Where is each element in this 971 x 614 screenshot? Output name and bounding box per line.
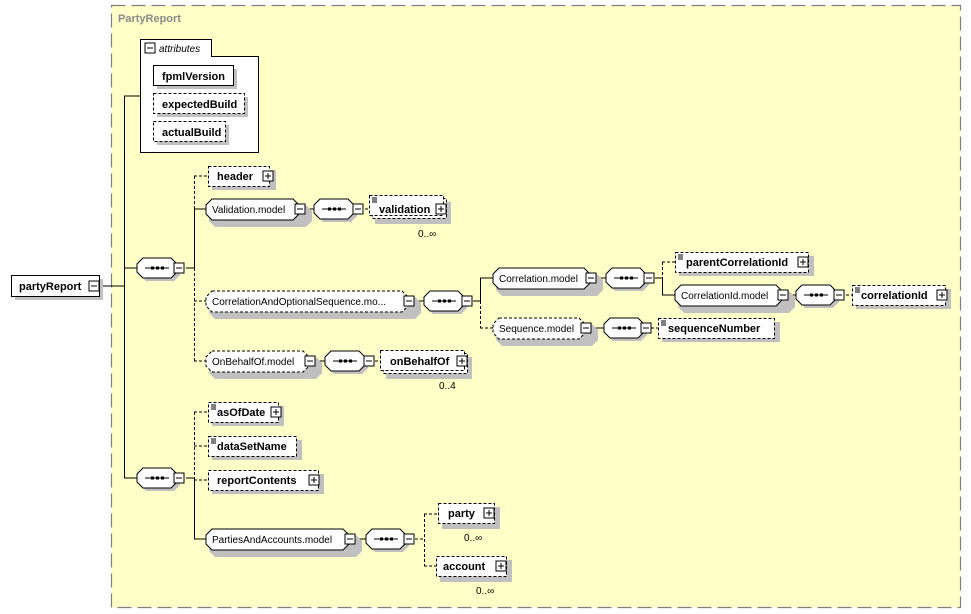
svg-text:expectedBuild: expectedBuild <box>162 99 237 111</box>
svg-text:party: party <box>448 508 476 520</box>
collapse-icon[interactable] <box>640 322 652 334</box>
cardinality: 0..4 <box>439 381 456 392</box>
element-sequence-number[interactable]: sequenceNumber <box>658 318 781 343</box>
collapse-icon[interactable] <box>173 262 185 274</box>
collapse-icon[interactable] <box>344 533 356 545</box>
element-party[interactable]: party 0..∞ <box>438 503 501 545</box>
element-data-set-name[interactable]: dataSetName <box>208 436 303 461</box>
svg-text:CorrelationId.model: CorrelationId.model <box>681 291 768 302</box>
collapse-icon[interactable] <box>304 355 316 367</box>
collapse-icon[interactable] <box>777 289 789 301</box>
svg-text:reportContents: reportContents <box>217 475 296 487</box>
svg-text:Sequence.model: Sequence.model <box>499 324 574 335</box>
svg-text:correlationId: correlationId <box>861 290 928 302</box>
element-header[interactable]: header <box>208 166 277 191</box>
expand-icon[interactable] <box>270 406 282 418</box>
expand-icon[interactable] <box>495 560 507 572</box>
group-sequence-model[interactable]: Sequence.model <box>492 317 598 346</box>
svg-text:account: account <box>443 561 486 573</box>
collapse-icon[interactable] <box>585 272 597 284</box>
attribute-fpml-version[interactable]: fpmlVersion <box>153 65 238 90</box>
element-validation[interactable]: validation 0..∞ <box>369 195 452 241</box>
collapse-icon[interactable] <box>173 472 185 484</box>
group-validation-model[interactable]: Validation.model <box>205 198 312 227</box>
svg-text:actualBuild: actualBuild <box>162 127 221 139</box>
attributes-collapse-icon[interactable] <box>144 42 156 54</box>
group-on-behalf-of-model[interactable]: OnBehalfOf.model <box>205 350 322 379</box>
svg-text:Validation.model: Validation.model <box>212 205 285 216</box>
expand-icon[interactable] <box>936 289 948 301</box>
svg-text:sequenceNumber: sequenceNumber <box>668 323 761 335</box>
collapse-icon[interactable] <box>643 272 655 284</box>
element-account[interactable]: account 0..∞ <box>436 556 513 598</box>
attributes-title: attributes <box>159 44 200 55</box>
collapse-icon[interactable] <box>403 295 415 307</box>
svg-text:Correlation.model: Correlation.model <box>499 274 578 285</box>
expand-icon[interactable] <box>262 170 274 182</box>
svg-text:header: header <box>217 171 254 183</box>
element-on-behalf-of[interactable]: onBehalfOf 0..4 <box>380 350 473 393</box>
expand-icon[interactable] <box>456 355 468 367</box>
attributes-group: attributes fpmlVersion expectedBuild act… <box>140 39 259 153</box>
svg-text:CorrelationAndOptionalSequence: CorrelationAndOptionalSequence.mo... <box>212 297 386 308</box>
svg-text:asOfDate: asOfDate <box>217 407 265 419</box>
collapse-icon[interactable] <box>363 355 375 367</box>
collapse-icon[interactable] <box>352 203 364 215</box>
expand-icon[interactable] <box>797 256 809 268</box>
group-parties-and-accounts-model[interactable]: PartiesAndAccounts.model <box>205 528 362 557</box>
expand-icon[interactable] <box>308 474 320 486</box>
svg-text:onBehalfOf: onBehalfOf <box>390 356 450 368</box>
frame-title: PartyReport <box>118 13 181 25</box>
attribute-expected-build[interactable]: expectedBuild <box>153 93 249 118</box>
element-parent-correlation-id[interactable]: parentCorrelationId <box>675 252 815 277</box>
element-as-of-date[interactable]: asOfDate <box>208 402 285 427</box>
expand-icon[interactable] <box>435 203 447 215</box>
svg-text:fpmlVersion: fpmlVersion <box>162 71 225 83</box>
collapse-icon[interactable] <box>88 280 100 292</box>
group-correlation-and-optional-sequence[interactable]: CorrelationAndOptionalSequence.mo... <box>205 290 421 319</box>
collapse-icon[interactable] <box>403 533 415 545</box>
expand-icon[interactable] <box>483 507 495 519</box>
svg-text:PartiesAndAccounts.model: PartiesAndAccounts.model <box>212 535 332 546</box>
svg-text:OnBehalfOf.model: OnBehalfOf.model <box>212 357 294 368</box>
collapse-icon[interactable] <box>461 295 473 307</box>
cardinality: 0..∞ <box>418 229 436 240</box>
root-label: partyReport <box>19 281 82 293</box>
cardinality: 0..∞ <box>476 586 494 597</box>
collapse-icon[interactable] <box>294 203 306 215</box>
root-element-party-report[interactable]: partyReport <box>11 275 104 301</box>
attribute-actual-build[interactable]: actualBuild <box>153 121 230 146</box>
group-correlation-id-model[interactable]: CorrelationId.model <box>674 284 795 313</box>
svg-text:dataSetName: dataSetName <box>217 441 287 453</box>
cardinality: 0..∞ <box>464 533 482 544</box>
group-correlation-model[interactable]: Correlation.model <box>492 267 603 296</box>
svg-text:parentCorrelationId: parentCorrelationId <box>686 257 788 269</box>
collapse-icon[interactable] <box>580 322 592 334</box>
element-report-contents[interactable]: reportContents <box>208 470 325 495</box>
svg-text:validation: validation <box>379 204 431 216</box>
element-correlation-id[interactable]: correlationId <box>852 285 952 310</box>
collapse-icon[interactable] <box>833 289 845 301</box>
